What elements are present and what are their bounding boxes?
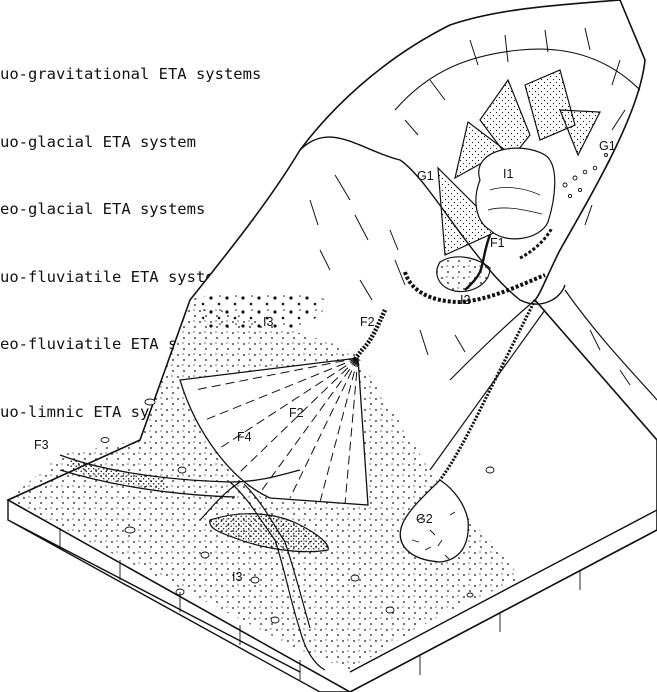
- label-f2-top: F2: [360, 315, 375, 329]
- label-f1: F1: [490, 236, 505, 250]
- label-g2: G2: [416, 512, 433, 526]
- label-f4: F4: [237, 430, 252, 444]
- label-f2-fan: F2: [289, 406, 304, 420]
- label-g1-left: G1: [417, 169, 434, 183]
- label-i2: I2: [460, 293, 470, 307]
- label-f3: F3: [34, 438, 49, 452]
- label-i3-bottom: I3: [232, 570, 242, 584]
- i1-glacier: [476, 148, 555, 239]
- label-g1-right: G1: [599, 139, 616, 153]
- label-i3-top: I3: [263, 315, 273, 329]
- label-i1: I1: [503, 167, 513, 181]
